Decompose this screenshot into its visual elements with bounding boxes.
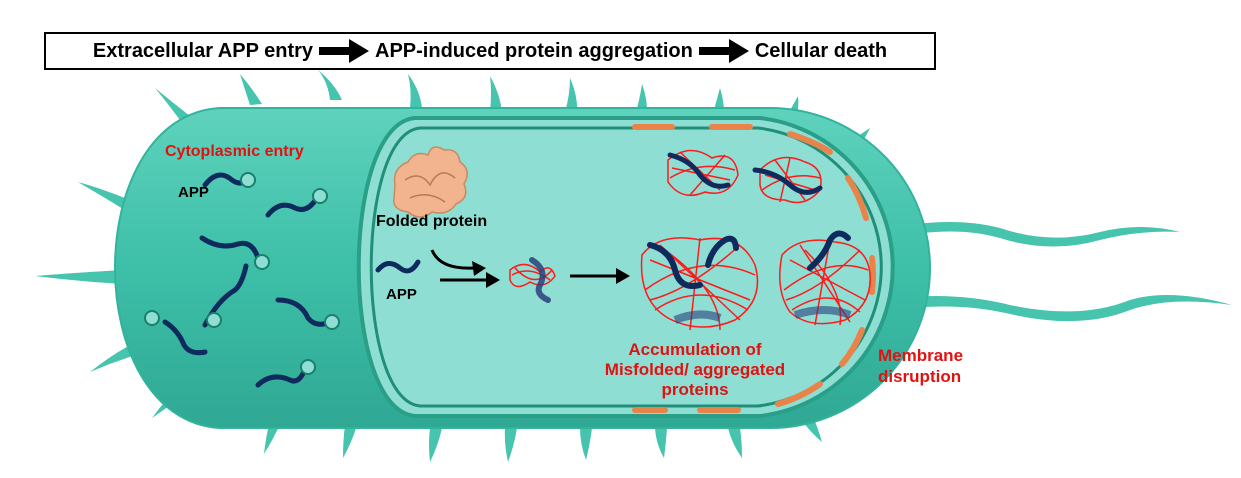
label-accumulation: Accumulation of Misfolded/ aggregated pr…	[575, 340, 815, 400]
app-peptides-outer	[162, 172, 333, 388]
folded-protein-icon	[393, 146, 468, 218]
arrow-right-icon	[698, 39, 749, 63]
aggregate-small-1	[667, 149, 739, 197]
label-accumulation-line2: Misfolded/ aggregated	[604, 360, 786, 379]
aggregate-large-1	[640, 235, 759, 331]
label-accumulation-line3: proteins	[661, 380, 729, 399]
arrow-right-icon	[319, 39, 370, 63]
misfolded-seed	[509, 257, 556, 303]
label-app-outer: APP	[178, 184, 209, 201]
label-app-inner: APP	[386, 286, 417, 303]
step-protein-aggregation: APP-induced protein aggregation	[375, 39, 693, 62]
label-folded-protein: Folded protein	[376, 213, 488, 230]
process-header: Extracellular APP entry APP-induced prot…	[44, 32, 936, 70]
membrane-disruption-segments	[632, 124, 876, 413]
label-cytoplasmic-entry: Cytoplasmic entry	[165, 143, 304, 160]
curved-arrow-icon	[430, 249, 476, 270]
app-peptide-icon	[375, 259, 421, 274]
membrane-pores	[144, 172, 340, 375]
label-membrane-line1: Membrane	[878, 346, 964, 365]
label-accumulation-line1: Accumulation of	[628, 340, 762, 359]
aggregate-small-2	[752, 156, 823, 204]
step-extracellular-entry: Extracellular APP entry	[92, 39, 314, 62]
aggregate-large-2	[779, 230, 871, 326]
pili	[35, 70, 1232, 462]
label-membrane-line2: disruption	[878, 367, 962, 386]
cell-inner-cytoplasm	[356, 116, 895, 418]
label-membrane-disruption: Membrane disruption	[878, 345, 963, 387]
aggregate-icon	[640, 149, 871, 331]
step-cellular-death: Cellular death	[754, 39, 888, 62]
